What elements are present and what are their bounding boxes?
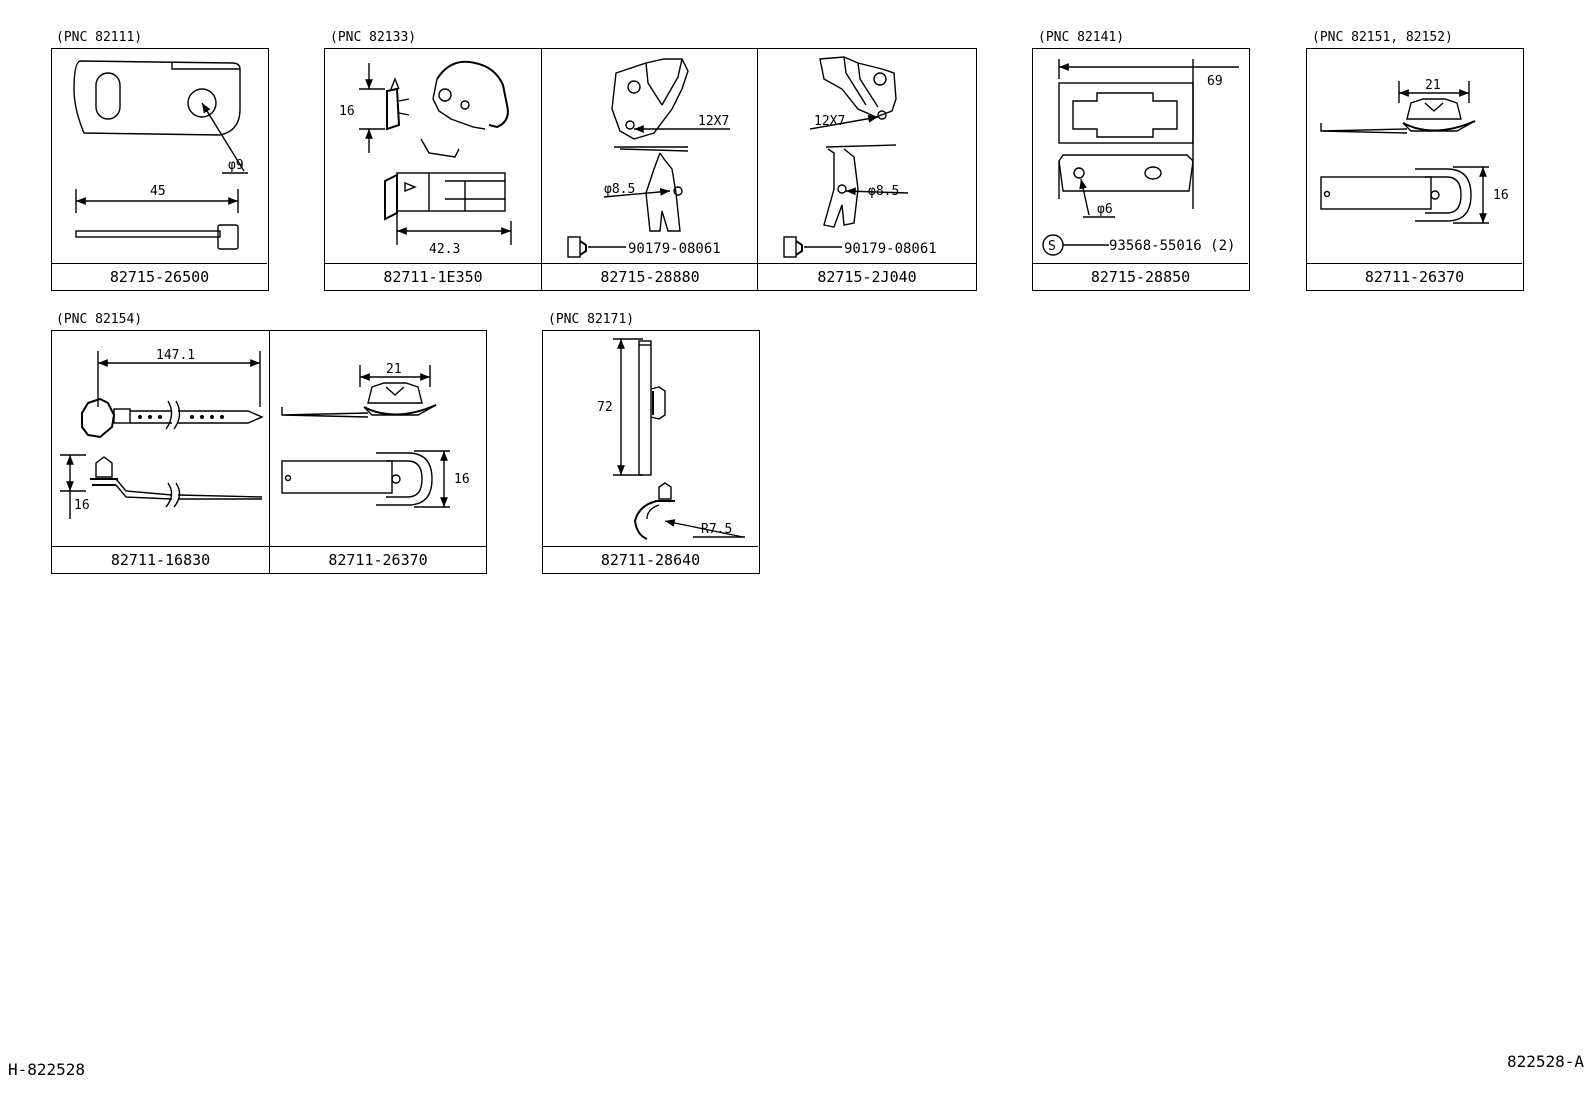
dimension-label: φ6 [1097, 202, 1113, 217]
dimension-label: 21 [1425, 78, 1441, 93]
dimension-label: 147.1 [156, 348, 195, 363]
part-number: 82715-28850 [1033, 263, 1248, 290]
part-number: 82715-26500 [52, 263, 267, 290]
part-cell[interactable]: 21 16 82711-26370 [269, 331, 486, 573]
part-cell[interactable]: 69 φ6 S 93568-55016 (2) 82715-28850 [1033, 49, 1248, 290]
dimension-label: 12X7 [814, 114, 845, 129]
dimension-label: 42.3 [429, 242, 460, 257]
bolt-part-number: 90179-08061 [844, 241, 937, 257]
part-drawing: φ9 45 [52, 49, 267, 263]
screw-symbol: S [1048, 239, 1056, 254]
part-group-82151-82152: 21 16 82711-26370 [1306, 48, 1524, 291]
part-group-82133: 16 42.3 82711-1E350 [324, 48, 977, 291]
bolt-part-number: 90179-08061 [628, 241, 721, 257]
part-number: 82711-26370 [1307, 263, 1522, 290]
pnc-label: (PNC 82111) [56, 30, 143, 45]
part-number: 82711-28640 [543, 546, 758, 573]
illustration-code-right: 822528-A [1506, 1052, 1584, 1071]
dimension-label: 72 [597, 400, 613, 415]
dimension-label: 16 [339, 104, 355, 119]
part-drawing: 12X7 φ8.5 90179-08061 [542, 49, 758, 263]
dimension-label: 16 [74, 498, 90, 513]
part-group-82141: 69 φ6 S 93568-55016 (2) 82715-28850 [1032, 48, 1250, 291]
part-group-82171: 72 R7.5 82711-28640 [542, 330, 760, 574]
part-cell[interactable]: 12X7 φ8.5 90179-08061 82715-2J040 [757, 49, 976, 290]
part-group-82111: φ9 45 82715-26500 [51, 48, 269, 291]
illustration-code-left: H-822528 [8, 1060, 86, 1079]
screw-part-number: 93568-55016 (2) [1109, 238, 1235, 254]
dimension-label: φ8.5 [604, 182, 635, 197]
pnc-label: (PNC 82171) [548, 312, 635, 327]
pnc-label: (PNC 82154) [56, 312, 143, 327]
part-number: 82711-16830 [52, 546, 269, 573]
pnc-label: (PNC 82133) [330, 30, 417, 45]
part-cell[interactable]: 72 R7.5 82711-28640 [543, 331, 758, 573]
pnc-label: (PNC 82141) [1038, 30, 1125, 45]
part-drawing: 21 16 [1307, 49, 1522, 263]
dimension-label: 69 [1207, 74, 1223, 89]
part-drawing: 147.1 16 [52, 331, 269, 545]
part-cell[interactable]: 147.1 16 82711-16830 [52, 331, 269, 573]
part-number: 82711-1E350 [325, 263, 541, 290]
part-drawing: 72 R7.5 [543, 331, 758, 545]
part-cell[interactable]: φ9 45 82715-26500 [52, 49, 267, 290]
part-cell[interactable]: 16 42.3 82711-1E350 [325, 49, 541, 290]
dimension-label: 12X7 [698, 114, 729, 129]
dimension-label: 16 [1493, 188, 1509, 203]
part-number: 82715-2J040 [758, 263, 976, 290]
part-group-82154: 147.1 16 82711-16830 [51, 330, 487, 574]
dimension-label: R7.5 [701, 522, 732, 537]
dimension-label: φ9 [228, 158, 244, 173]
dimension-label: 16 [454, 472, 470, 487]
part-cell[interactable]: 12X7 φ8.5 90179-08061 82715-28880 [541, 49, 758, 290]
part-number: 82715-28880 [542, 263, 758, 290]
pnc-label: (PNC 82151, 82152) [1312, 30, 1453, 45]
part-drawing: 16 42.3 [325, 49, 541, 263]
part-number: 82711-26370 [270, 546, 486, 573]
dimension-label: 45 [150, 184, 166, 199]
part-drawing: 21 16 [270, 331, 486, 545]
dimension-label: φ8.5 [868, 184, 899, 199]
part-drawing: 69 φ6 S 93568-55016 (2) [1033, 49, 1248, 263]
dimension-label: 21 [386, 362, 402, 377]
part-cell[interactable]: 21 16 82711-26370 [1307, 49, 1522, 290]
part-drawing: 12X7 φ8.5 90179-08061 [758, 49, 976, 263]
